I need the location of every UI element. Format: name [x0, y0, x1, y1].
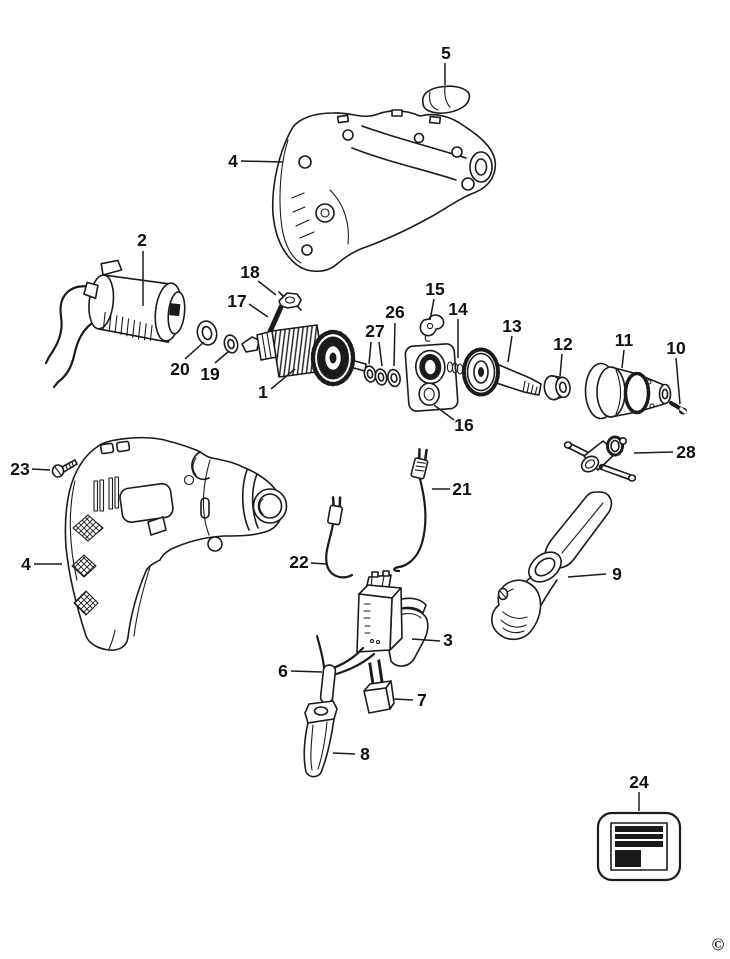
callout-label-15: 15 [425, 279, 445, 299]
callout-label-17: 17 [227, 291, 246, 311]
callout-label-2: 2 [137, 230, 147, 250]
callout-leader-line [675, 357, 681, 405]
callout-leader-line [31, 468, 51, 471]
housing-assembled [64, 436, 288, 651]
callout-label-4: 4 [228, 151, 238, 171]
bearing-plate [404, 343, 459, 412]
callout-leader-line [411, 638, 441, 642]
callout-leader-line [507, 335, 513, 363]
callout-label-24: 24 [629, 772, 649, 792]
chuck-key [563, 435, 637, 482]
wire-lead-long [393, 448, 429, 573]
callout-label-16: 16 [454, 415, 474, 435]
callout-leader-line [393, 698, 414, 701]
spindle-gear [462, 347, 542, 397]
cord-and-sleeve [315, 634, 376, 704]
callout-label-12: 12 [553, 334, 573, 354]
callout-leader-line [332, 752, 356, 755]
callout-leader-line [633, 451, 674, 454]
wing-nut [278, 291, 302, 311]
chuck-screw [669, 401, 687, 415]
callout-leader-line [257, 280, 277, 296]
callout-leader-line [621, 349, 625, 369]
callout-leader-line [433, 404, 455, 421]
callout-leader-line [240, 160, 284, 163]
callout-label-4: 4 [21, 554, 31, 574]
callout-label-14: 14 [448, 299, 468, 319]
housing-screw [51, 459, 78, 478]
callout-leader-line [310, 562, 328, 565]
callout-label-20: 20 [170, 359, 190, 379]
callout-label-3: 3 [443, 630, 453, 650]
wire-lead-short [325, 496, 354, 579]
switch [356, 570, 429, 667]
washer-pair [363, 365, 388, 386]
bearing-ring [196, 320, 218, 346]
copyright-symbol: © [712, 935, 725, 954]
callout-leader-line [248, 303, 269, 318]
washer-small [223, 334, 239, 354]
selector-lever [419, 314, 445, 342]
callout-label-8: 8 [360, 744, 370, 764]
side-handle [491, 491, 613, 641]
callout-leader-line [290, 670, 323, 673]
brush-pin [266, 304, 284, 337]
callout-label-13: 13 [502, 316, 522, 336]
callout-label-21: 21 [452, 479, 472, 499]
callout-label-9: 9 [612, 564, 622, 584]
housing-half-inner [271, 109, 497, 273]
callout-leader-line [559, 353, 563, 377]
callout-leader-line [214, 350, 230, 364]
callout-label-22: 22 [289, 552, 309, 572]
callout-label-10: 10 [666, 338, 686, 358]
chuck [584, 362, 672, 420]
callout-leader-line [368, 341, 372, 365]
bushing-nut [543, 374, 571, 401]
rating-label [596, 811, 682, 882]
capacitor [363, 659, 395, 714]
callout-leader-line [429, 298, 435, 321]
callout-leader-line [184, 341, 205, 360]
callout-label-27: 27 [365, 321, 384, 341]
callout-label-5: 5 [441, 43, 451, 63]
callout-leader-line [393, 322, 396, 367]
callout-label-28: 28 [676, 442, 696, 462]
cord-protector [303, 700, 338, 778]
callout-leader-line [378, 341, 383, 367]
washer-26 [387, 368, 401, 388]
callout-label-18: 18 [240, 262, 260, 282]
callout-label-7: 7 [417, 690, 427, 710]
armature [241, 324, 367, 387]
callout-label-23: 23 [10, 459, 30, 479]
callout-label-19: 19 [200, 364, 220, 384]
lock-button [421, 85, 471, 114]
callout-label-11: 11 [615, 330, 634, 350]
callout-label-1: 1 [258, 382, 268, 402]
callout-leader-line [567, 573, 607, 578]
callout-leader-line [270, 368, 296, 390]
callout-label-26: 26 [385, 302, 405, 322]
callout-label-6: 6 [278, 661, 288, 681]
motor-field [44, 259, 186, 389]
